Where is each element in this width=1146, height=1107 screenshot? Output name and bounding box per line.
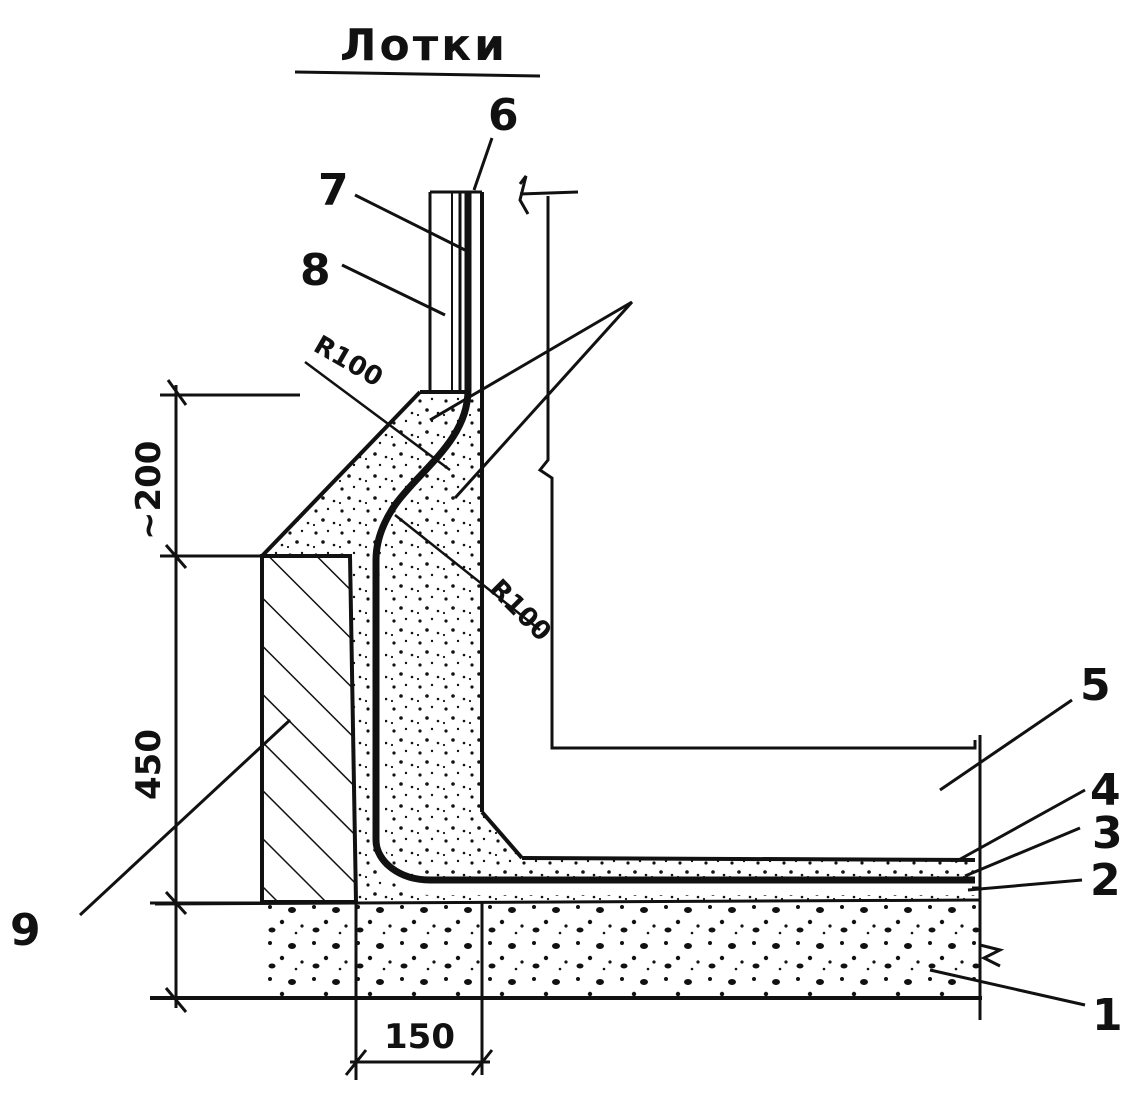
leader-4 xyxy=(954,788,1086,864)
dim-top-height: ~200 xyxy=(129,441,169,540)
callout-1: 1 xyxy=(1092,990,1123,1041)
brick-wall xyxy=(260,554,359,904)
base-slab xyxy=(262,902,980,998)
fill-slope-edge xyxy=(260,390,422,558)
protective-screed xyxy=(385,392,975,880)
leader-1 xyxy=(929,968,1086,1007)
callout-9: 9 xyxy=(10,905,41,956)
leader-7 xyxy=(354,193,466,252)
dim-wall-width: 150 xyxy=(384,1017,455,1057)
radius-label-1: R100 xyxy=(309,330,388,393)
leader-2 xyxy=(967,878,1083,892)
callout-3: 3 xyxy=(1092,808,1123,859)
dim-tick-bottom xyxy=(164,987,188,1013)
callout-5: 5 xyxy=(1080,660,1111,711)
drawing-title: Лотки xyxy=(340,20,508,71)
callout-6: 6 xyxy=(488,90,519,141)
concrete-fill xyxy=(262,392,980,902)
leader-5 xyxy=(939,698,1073,792)
waterproof-membrane xyxy=(372,192,975,884)
tray-break-mark xyxy=(518,175,530,215)
callout-7: 7 xyxy=(318,165,349,216)
dim-tick-mid xyxy=(164,544,188,569)
leader-9 xyxy=(78,718,292,917)
leader-fill-b xyxy=(453,300,634,500)
dim-tick-left xyxy=(344,1049,368,1076)
callout-4: 4 xyxy=(1090,765,1121,816)
leader-fill-a xyxy=(429,300,633,422)
radius-leader-1 xyxy=(304,360,451,472)
dim-tick-top xyxy=(166,379,188,406)
radius-label-2: R100 xyxy=(483,574,557,648)
slab-break-mark xyxy=(979,943,1005,968)
dim-tick-right xyxy=(470,1049,494,1076)
screed-fillet xyxy=(480,810,524,860)
radius-leader-2 xyxy=(394,514,541,631)
leader-3 xyxy=(964,826,1081,878)
tray-outline xyxy=(519,190,977,750)
title-underline xyxy=(294,70,541,78)
callout-8: 8 xyxy=(300,245,331,296)
leader-6 xyxy=(472,137,494,191)
leader-8 xyxy=(341,263,446,317)
callout-2: 2 xyxy=(1090,855,1121,906)
screed-top-edge xyxy=(521,856,976,862)
dim-tick-lower xyxy=(164,890,188,916)
dim-wall-height: 450 xyxy=(129,729,169,800)
